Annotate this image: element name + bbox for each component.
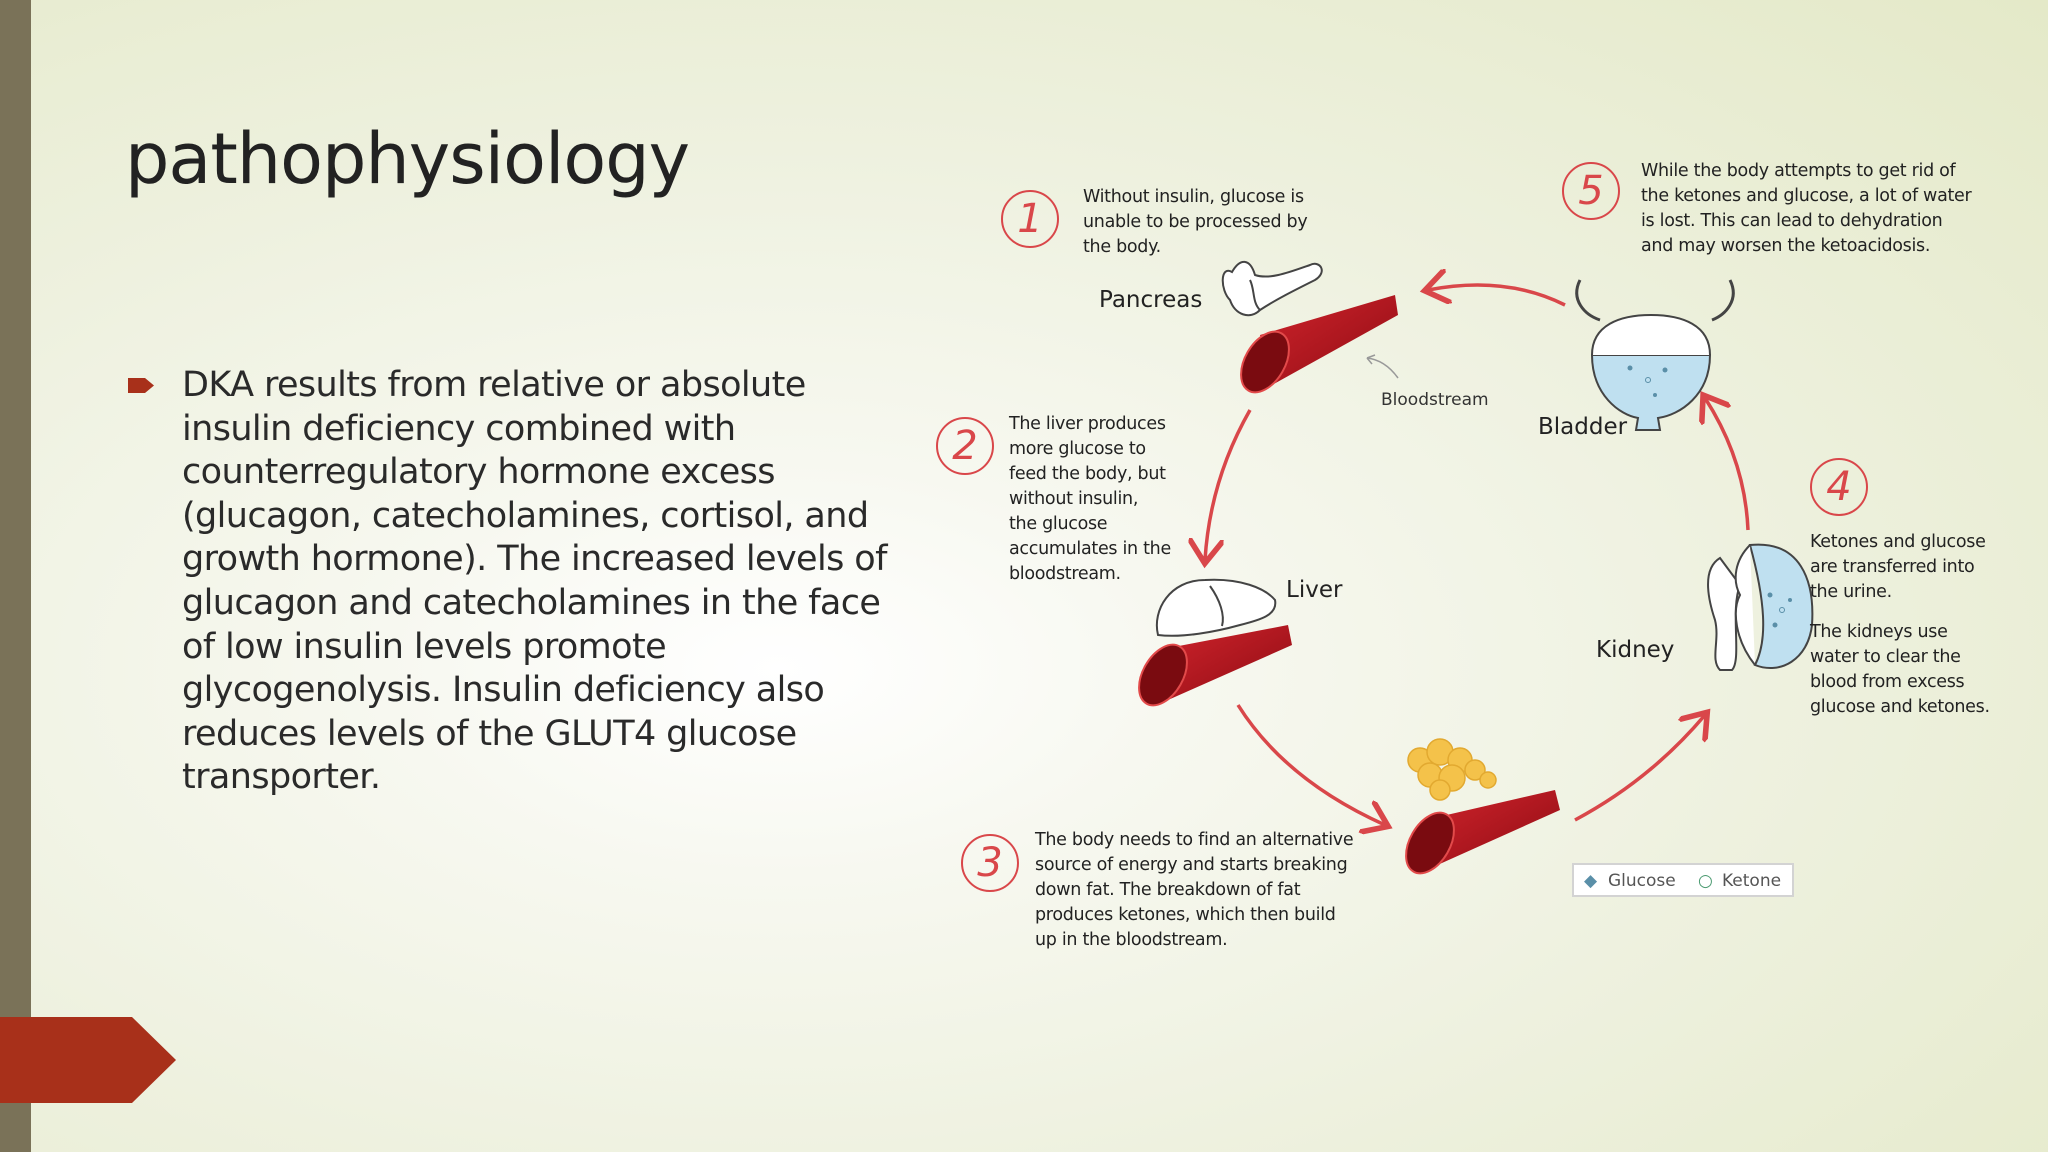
- bloodstream-label: Bloodstream: [1381, 390, 1489, 410]
- step-3-text: The body needs to find an alternative so…: [1035, 830, 1354, 950]
- left-accent-bar: [0, 0, 31, 1152]
- slide-arrow-decoration: [0, 1017, 176, 1103]
- slide-title: pathophysiology: [125, 118, 690, 200]
- arrow-bladder-to-pancreas: [1428, 285, 1566, 307]
- blood-vessel-icon: [1138, 625, 1292, 707]
- pancreas-label: Pancreas: [1099, 287, 1203, 313]
- step-4-text: Ketones and glucose are transferred into…: [1810, 532, 1986, 602]
- bullet-item: DKA results from relative or absolute in…: [128, 364, 888, 800]
- bullet-arrow-icon: [128, 378, 154, 393]
- liver-icon: [1155, 578, 1277, 637]
- glucose-marker-icon: ◆: [1584, 871, 1598, 891]
- kidney-icon: [1707, 543, 1814, 671]
- bladder-icon: [1575, 279, 1735, 431]
- arrow-fat-to-kidney: [1574, 715, 1705, 822]
- step-2-number: 2: [936, 417, 994, 475]
- bladder-label: Bladder: [1538, 414, 1628, 440]
- step-3-number: 3: [961, 834, 1019, 892]
- diagram-legend: ◆ Glucose ○ Ketone: [1572, 863, 1794, 897]
- liver-label: Liver: [1286, 577, 1343, 603]
- pancreas-icon: [1221, 260, 1323, 317]
- cycle-arrows: [1205, 285, 1750, 825]
- bullet-text: DKA results from relative or absolute in…: [182, 365, 887, 798]
- arrow-pancreas-to-liver: [1205, 409, 1252, 560]
- step-2-text: The liver produces more glucose to feed …: [1009, 414, 1171, 584]
- ketone-marker-icon: ○: [1698, 871, 1713, 891]
- step-1-text: Without insulin, glucose is unable to be…: [1083, 187, 1308, 257]
- step-5-text: While the body attempts to get rid of th…: [1641, 161, 1972, 256]
- legend-ketone: Ketone: [1722, 871, 1782, 891]
- arrow-kidney-to-bladder: [1705, 398, 1750, 531]
- step-4-number: 4: [1810, 458, 1868, 516]
- step-5-number: 5: [1562, 162, 1620, 220]
- blood-vessel-icon: [1405, 790, 1560, 875]
- dka-cycle-diagram: 1 2 3 4 5 Without insulin, glucose is un…: [920, 140, 2000, 970]
- kidney-label: Kidney: [1596, 637, 1675, 663]
- step-1-number: 1: [1001, 190, 1059, 248]
- fat-cells-icon: [1407, 738, 1497, 801]
- kidney-note: The kidneys use water to clear the blood…: [1810, 622, 1990, 717]
- blood-vessel-icon: [1240, 295, 1398, 394]
- arrow-liver-to-fat: [1236, 704, 1385, 825]
- diagram-graphics: [1138, 260, 1814, 875]
- legend-glucose: Glucose: [1608, 871, 1676, 891]
- bloodstream-pointer: [1366, 357, 1399, 379]
